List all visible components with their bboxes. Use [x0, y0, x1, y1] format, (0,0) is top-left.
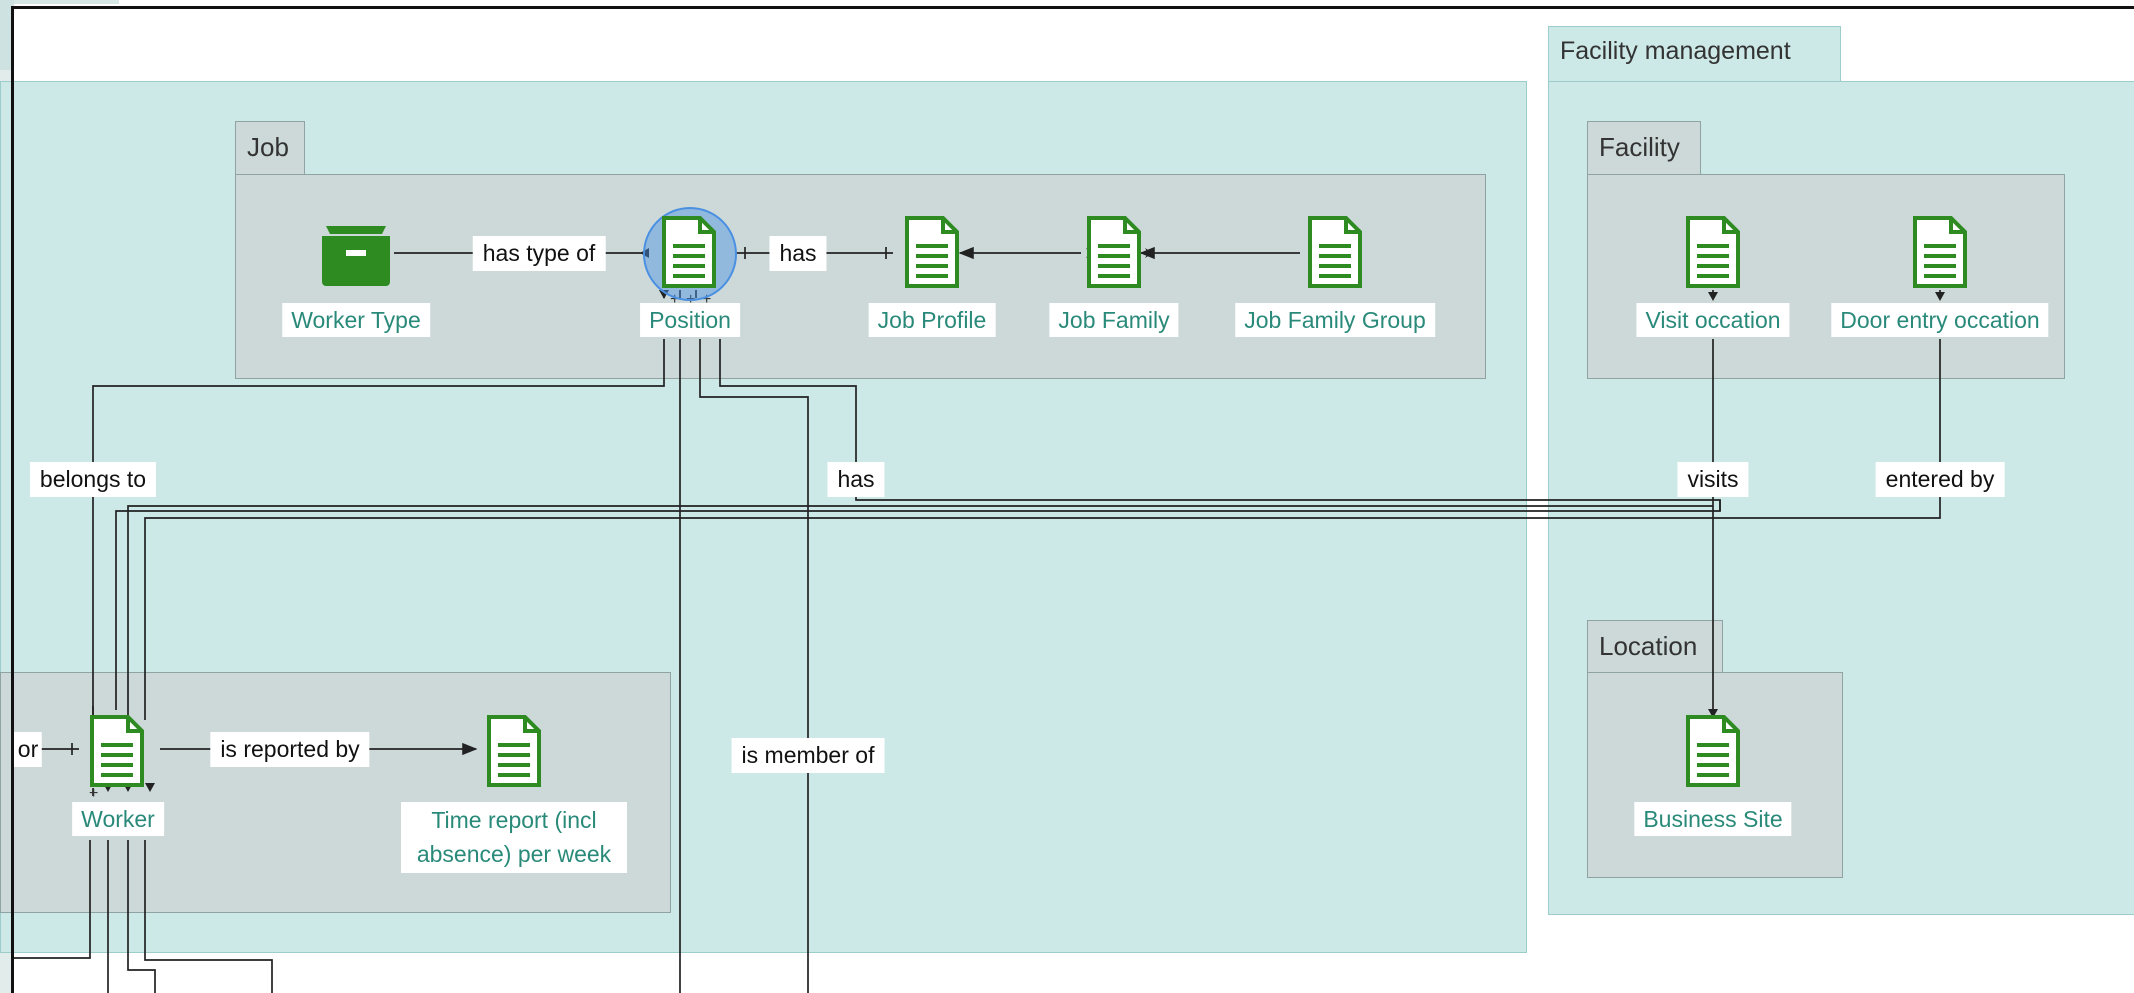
time-report-line-2: absence) per week	[416, 841, 612, 867]
node-label-position[interactable]: Position	[640, 303, 740, 337]
edge-entered-by[interactable]	[144, 339, 1941, 720]
position-document-icon[interactable]	[660, 214, 718, 295]
time-report-line-1: Time report (incl	[431, 807, 597, 833]
business-site-document-icon[interactable]	[1684, 713, 1742, 794]
edge-label-visits[interactable]: visits	[1677, 462, 1749, 497]
node-label-job-family-group[interactable]: Job Family Group	[1235, 303, 1435, 337]
top-accent	[14, 0, 119, 4]
edge-has[interactable]	[115, 339, 1721, 710]
edge-label-position-has[interactable]: has	[769, 236, 827, 271]
edge-label-entered-by[interactable]: entered by	[1875, 462, 2005, 497]
edge-label-is-member-of[interactable]: is member of	[731, 738, 885, 773]
facility-subgroup-tab[interactable]: Facility	[1587, 121, 1701, 176]
worker-line-out-1	[14, 840, 91, 959]
visit-occation-document-icon[interactable]	[1684, 214, 1742, 295]
node-label-time-report[interactable]: Time report (incl absence) per week	[401, 802, 627, 873]
edge-label-or-fragment[interactable]: or	[13, 732, 43, 767]
facility-management-tab[interactable]: Facility management	[1548, 26, 1841, 82]
svg-text:+: +	[89, 785, 98, 802]
job-profile-document-icon[interactable]	[903, 214, 961, 295]
door-entry-occation-document-icon[interactable]	[1911, 214, 1969, 295]
time-report-document-icon[interactable]	[485, 713, 543, 794]
edge-label-has[interactable]: has	[827, 462, 885, 497]
job-subgroup[interactable]	[235, 174, 1486, 379]
svg-text:+: +	[670, 291, 679, 308]
edge-label-belongs-to[interactable]: belongs to	[29, 462, 157, 497]
node-label-job-family[interactable]: Job Family	[1049, 303, 1179, 337]
worker-document-icon[interactable]	[88, 713, 146, 794]
job-family-document-icon[interactable]	[1085, 214, 1143, 295]
edge-label-has-type-of[interactable]: has type of	[472, 236, 606, 271]
worker-line-out-4	[144, 840, 273, 993]
facility-subgroup[interactable]	[1587, 174, 2065, 379]
edge-label-is-reported-by[interactable]: is reported by	[210, 732, 370, 767]
node-label-door-entry-occation[interactable]: Door entry occation	[1831, 303, 2049, 337]
node-label-business-site[interactable]: Business Site	[1634, 802, 1792, 836]
job-subgroup-tab[interactable]: Job	[235, 121, 305, 176]
edge-is-member-of[interactable]	[699, 339, 809, 993]
edge-belongs-to[interactable]	[92, 339, 665, 720]
location-subgroup-tab[interactable]: Location	[1587, 620, 1723, 675]
node-label-worker[interactable]: Worker	[72, 802, 164, 836]
node-label-visit-occation[interactable]: Visit occation	[1636, 303, 1790, 337]
left-strip-top	[0, 0, 14, 70]
job-family-group-document-icon[interactable]	[1306, 214, 1364, 295]
worker-line-out-3	[127, 840, 156, 993]
node-label-job-profile[interactable]: Job Profile	[868, 303, 996, 337]
edge-visits-to-worker	[127, 505, 1713, 720]
node-label-worker-type[interactable]: Worker Type	[282, 303, 430, 337]
svg-text:+: +	[702, 291, 711, 308]
worker-type-archive-icon[interactable]	[318, 220, 394, 291]
